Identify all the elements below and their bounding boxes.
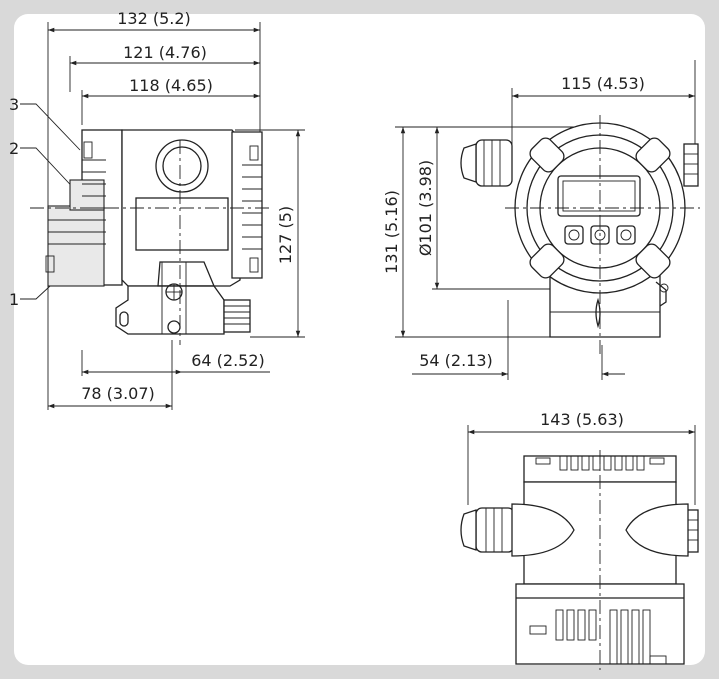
dim-label-127: 127 (5) xyxy=(276,206,295,264)
dim-label-118: 118 (4.65) xyxy=(129,76,213,95)
callout-3: 3 xyxy=(9,95,19,114)
front-view: 115 (4.53) 131 (5.16) Ø101 (3.98) 54 (2.… xyxy=(382,60,700,380)
dim-label-115: 115 (4.53) xyxy=(561,74,645,93)
side-housing xyxy=(45,129,263,335)
side-view: 132 (5.2) 121 (4.76) 118 (4.65) 127 (5) … xyxy=(9,9,305,410)
dim-label-132: 132 (5.2) xyxy=(117,9,191,28)
dim-label-101: Ø101 (3.98) xyxy=(416,160,435,256)
front-housing xyxy=(460,122,699,338)
top-housing xyxy=(460,455,699,665)
dim-label-131: 131 (5.16) xyxy=(382,190,401,274)
dim-label-54: 54 (2.13) xyxy=(419,351,493,370)
top-view: 143 (5.63) xyxy=(460,410,699,670)
callout-2: 2 xyxy=(9,139,19,158)
dim-label-121: 121 (4.76) xyxy=(123,43,207,62)
callout-1: 1 xyxy=(9,290,19,309)
dim-label-143: 143 (5.63) xyxy=(540,410,624,429)
dim-label-64: 64 (2.52) xyxy=(191,351,265,370)
dim-label-78: 78 (3.07) xyxy=(81,384,155,403)
